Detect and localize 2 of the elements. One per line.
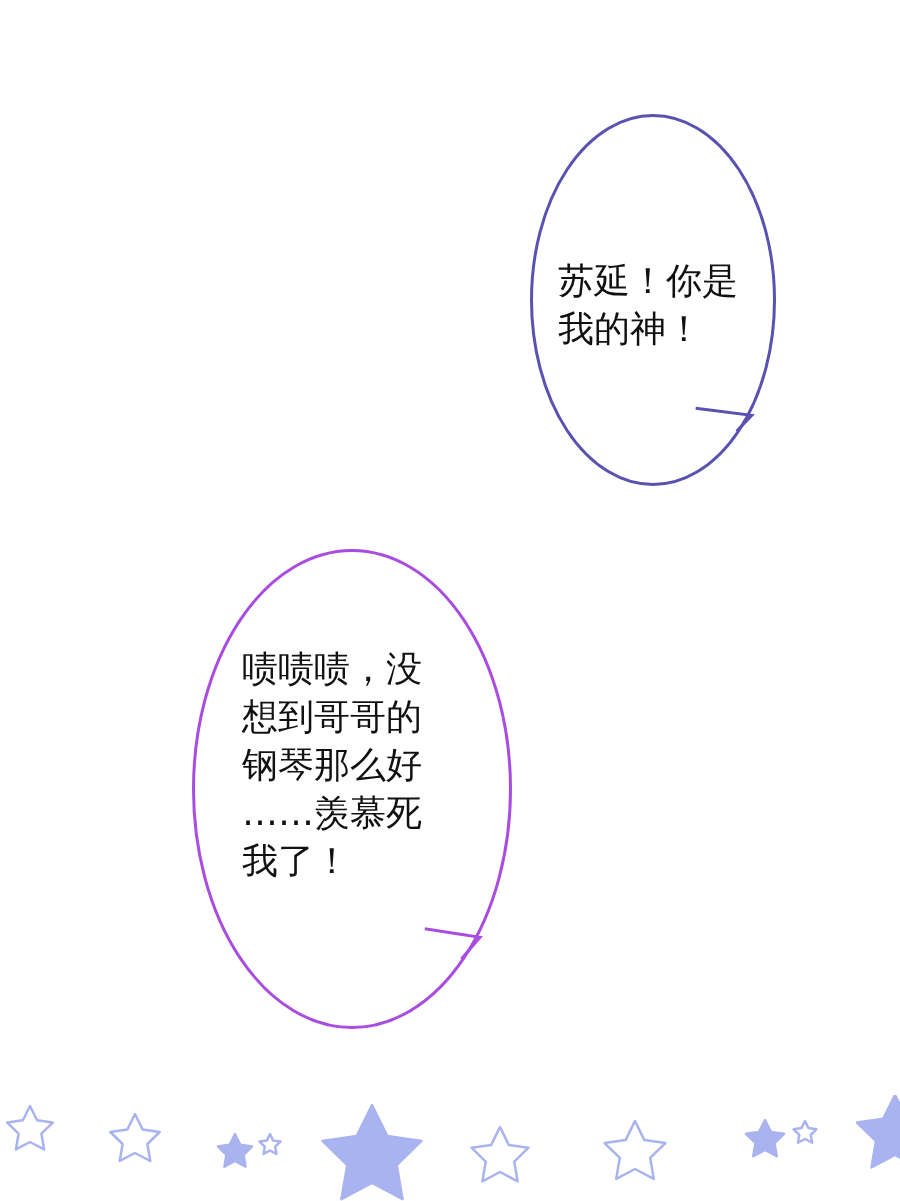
speech-text: 啧啧啧，没想到哥哥的钢琴那么好……羡慕死我了！ bbox=[242, 647, 423, 883]
speech-text: 苏延！你是我的神！ bbox=[558, 259, 738, 351]
